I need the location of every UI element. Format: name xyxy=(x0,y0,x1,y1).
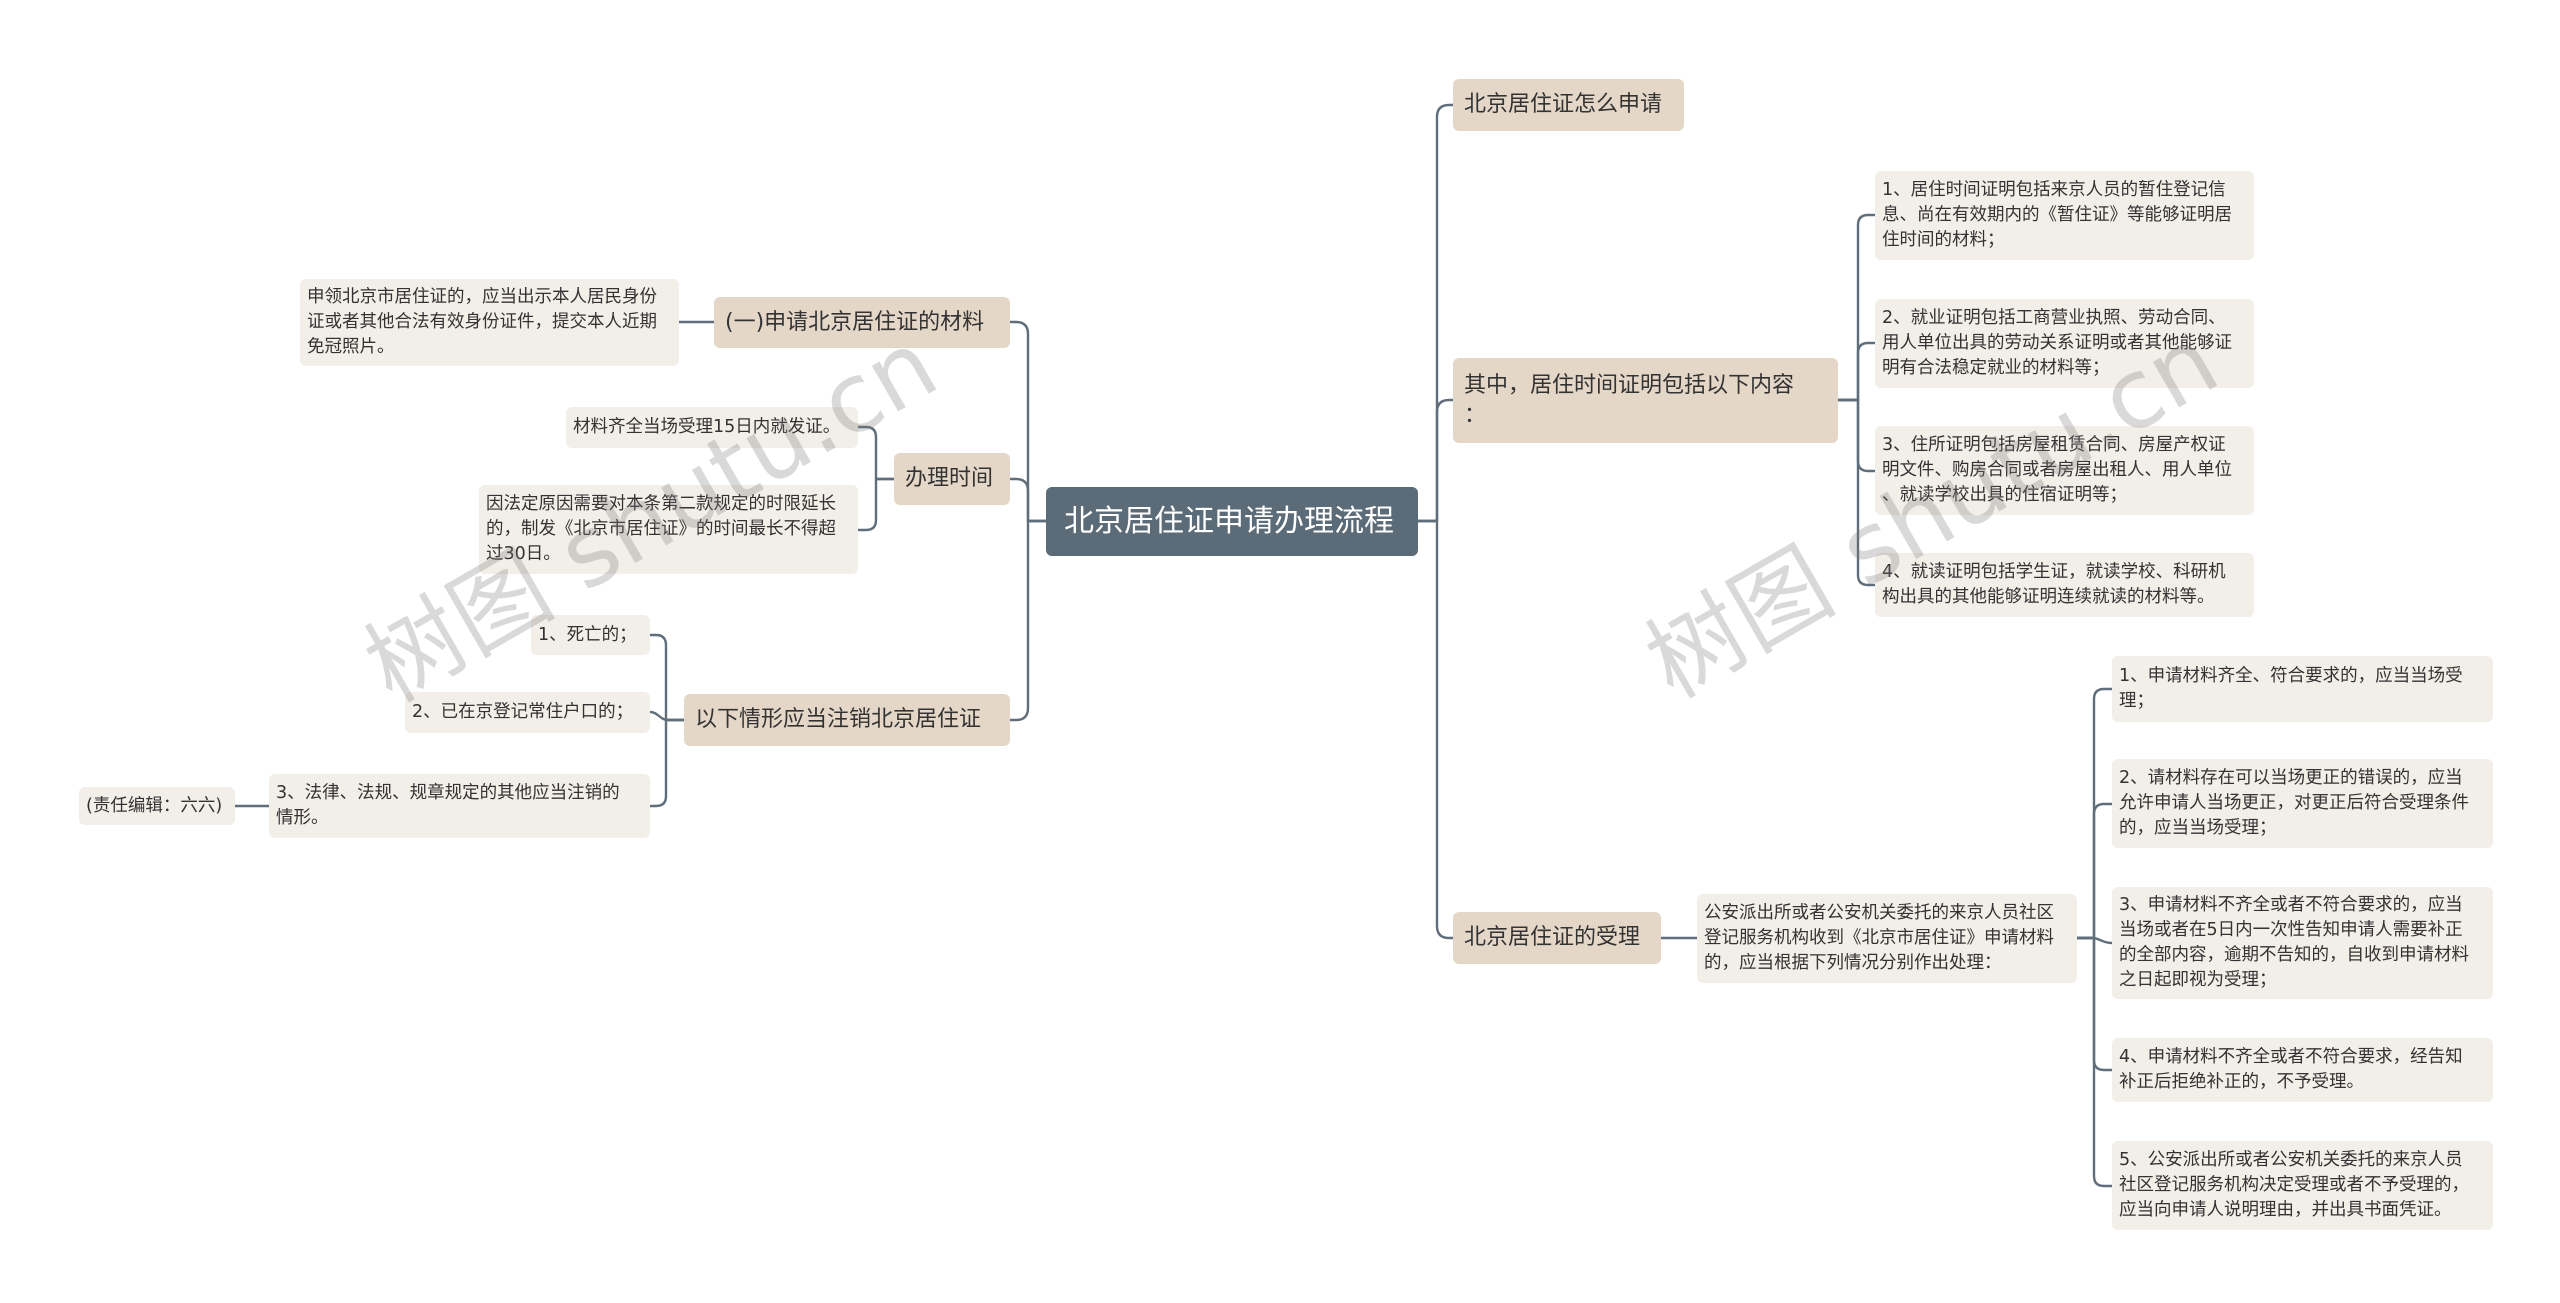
subtopic-text-line: 2、请材料存在可以当场更正的错误的，应当 xyxy=(2119,768,2463,788)
topic-text-line: ： xyxy=(1464,402,1487,428)
subtopic-text-line: 因法定原因需要对本条第二款规定的时限延长 xyxy=(486,494,836,514)
topic-text-line: 其中，居住时间证明包括以下内容 xyxy=(1464,372,1795,398)
subtopic-employment-proof-item[interactable]: 2、就业证明包括工商营业执照、劳动合同、 用人单位出具的劳动关系证明或者其他能够… xyxy=(1875,299,2254,388)
connector-proof-to-item-4 xyxy=(1836,398,1877,587)
subtopic-text-line: 息、尚在有效期内的《暂住证》等能够证明居 xyxy=(1882,205,2232,225)
subtopic-processing-time-extension[interactable]: 因法定原因需要对本条第二款规定的时限延长 的，制发《北京市居住证》的时间最长不得… xyxy=(479,485,858,574)
subtopic-text-line: 允许申请人当场更正，对更正后符合受理条件 xyxy=(2119,793,2469,813)
connector-root-to-residence-time-proof xyxy=(1416,398,1455,523)
subtopic-text-line: 2、就业证明包括工商营业执照、劳动合同、 xyxy=(1882,308,2226,328)
topic-application-materials[interactable]: (一)申请北京居住证的材料 xyxy=(714,297,1010,348)
connector-handling-to-rule-2 xyxy=(2075,802,2114,940)
subtopic-text-line: 免冠照片。 xyxy=(307,337,395,357)
topic-text-line: 北京居住证怎么申请 xyxy=(1464,92,1663,117)
subtopic-text-line: 的，应当当场受理； xyxy=(2119,818,2277,838)
subtopic-text-line: 过30日。 xyxy=(486,544,561,564)
subtopic-cancellation-case-2[interactable]: 2、已在京登记常住户口的； xyxy=(405,692,650,733)
subtopic-text-line: 之日起即视为受理； xyxy=(2119,970,2277,990)
subtopic-text-line: 4、申请材料不齐全或者不符合要求，经告知 xyxy=(2119,1047,2463,1067)
topic-text-line: 以下情形应当注销北京居住证 xyxy=(695,707,982,732)
subtopic-text-line: 补正后拒绝补正的，不予受理。 xyxy=(2119,1072,2364,1092)
subtopic-housing-proof-item[interactable]: 3、住所证明包括房屋租赁合同、房屋产权证 明文件、购房合同或者房屋出租人、用人单… xyxy=(1875,426,2254,515)
subtopic-text-line: (责任编辑：六六) xyxy=(86,795,223,816)
topic-text-line: 办理时间 xyxy=(905,466,994,491)
subtopic-residence-time-proof-item[interactable]: 1、居住时间证明包括来京人员的暂住登记信 息、尚在有效期内的《暂住证》等能够证明… xyxy=(1875,171,2254,260)
subtopic-handling-rule-4[interactable]: 4、申请材料不齐全或者不符合要求，经告知 补正后拒绝补正的，不予受理。 xyxy=(2112,1038,2493,1102)
connector-root-to-processing-time xyxy=(1008,477,1048,523)
subtopic-text-line: 1、死亡的； xyxy=(538,624,637,645)
connector-proof-to-item-2 xyxy=(1836,341,1877,402)
topic-how-to-apply[interactable]: 北京居住证怎么申请 xyxy=(1453,79,1684,131)
subtopic-text-line: 当场或者在5日内一次性告知申请人需要补正 xyxy=(2119,920,2463,940)
subtopic-study-proof-item[interactable]: 4、就读证明包括学生证，就读学校、科研机 构出具的其他能够证明连续就读的材料等。 xyxy=(1875,553,2254,617)
subtopic-text-line: 申领北京市居住证的，应当出示本人居民身份 xyxy=(307,287,657,307)
connector-root-to-permit-acceptance xyxy=(1416,519,1455,940)
topic-text-line: (一)申请北京居住证的材料 xyxy=(725,309,985,335)
topic-processing-time[interactable]: 办理时间 xyxy=(894,453,1010,505)
subtopic-text-line: 社区登记服务机构决定受理或者不予受理的， xyxy=(2119,1175,2469,1195)
connector-root-to-how-to-apply xyxy=(1416,103,1455,523)
topic-permit-acceptance[interactable]: 北京居住证的受理 xyxy=(1453,912,1661,964)
subtopic-cancellation-case-3[interactable]: 3、法律、法规、规章规定的其他应当注销的 情形。 xyxy=(269,774,650,838)
root-topic-text: 北京居住证申请办理流程 xyxy=(1064,503,1394,539)
subtopic-text-line: 住时间的材料； xyxy=(1882,230,2005,250)
subtopic-text-line: 5、公安派出所或者公安机关委托的来京人员 xyxy=(2119,1150,2463,1170)
subtopic-handling-rule-5[interactable]: 5、公安派出所或者公安机关委托的来京人员 社区登记服务机构决定受理或者不予受理的… xyxy=(2112,1141,2493,1230)
subtopic-text-line: 的全部内容，逾期不告知的，自收到申请材料 xyxy=(2119,945,2469,965)
subtopic-text-line: 的，应当根据下列情况分别作出处理： xyxy=(1704,953,2002,973)
subtopic-text-line: 2、已在京登记常住户口的； xyxy=(412,702,634,722)
connector-root-to-permit-cancellation xyxy=(1008,519,1048,722)
connector-handling-to-rule-5 xyxy=(2075,936,2114,1188)
topic-text-line: 北京居住证的受理 xyxy=(1464,925,1641,950)
subtopic-text-line: 的，制发《北京市居住证》的时间最长不得超 xyxy=(486,519,836,539)
subtopic-editor-note[interactable]: (责任编辑：六六) xyxy=(79,787,235,825)
connector-proof-to-item-3 xyxy=(1836,398,1877,473)
subtopic-text-line: 登记服务机构收到《北京市居住证》申请材料 xyxy=(1704,928,2054,948)
subtopic-text-line: 构出具的其他能够证明连续就读的材料等。 xyxy=(1882,587,2215,607)
subtopic-text-line: 应当向申请人说明理由，并出具书面凭证。 xyxy=(2119,1200,2452,1220)
connector-cancellation-to-case-1 xyxy=(648,633,686,722)
connector-time-to-extension xyxy=(856,477,896,532)
connector-root-to-application-materials xyxy=(1008,320,1048,523)
topic-residence-time-proof[interactable]: 其中，居住时间证明包括以下内容 ： xyxy=(1453,358,1838,443)
topic-permit-cancellation[interactable]: 以下情形应当注销北京居住证 xyxy=(684,694,1010,746)
subtopic-text-line: 3、住所证明包括房屋租赁合同、房屋产权证 xyxy=(1882,435,2226,455)
connector-cancellation-to-case-3 xyxy=(648,718,686,808)
subtopic-text-line: 理； xyxy=(2119,691,2154,711)
subtopic-acceptance-handling[interactable]: 公安派出所或者公安机关委托的来京人员社区 登记服务机构收到《北京市居住证》申请材… xyxy=(1697,894,2077,983)
subtopic-text-line: 3、申请材料不齐全或者不符合要求的，应当 xyxy=(2119,895,2463,915)
subtopic-text-line: 4、就读证明包括学生证，就读学校、科研机 xyxy=(1882,562,2226,582)
subtopic-handling-rule-1[interactable]: 1、申请材料齐全、符合要求的，应当当场受 理； xyxy=(2112,656,2493,722)
subtopic-text-line: 明文件、购房合同或者房屋出租人、用人单位 xyxy=(1882,460,2232,480)
subtopic-text-line: 公安派出所或者公安机关委托的来京人员社区 xyxy=(1704,903,2054,923)
subtopic-text-line: 、就读学校出具的住宿证明等； xyxy=(1882,485,2127,505)
subtopic-text-line: 材料齐全当场受理15日内就发证。 xyxy=(573,417,841,437)
subtopic-text-line: 情形。 xyxy=(276,808,329,828)
root-topic[interactable]: 北京居住证申请办理流程 xyxy=(1046,487,1418,556)
subtopic-handling-rule-3[interactable]: 3、申请材料不齐全或者不符合要求的，应当 当场或者在5日内一次性告知申请人需要补… xyxy=(2112,887,2493,999)
subtopic-text-line: 证或者其他合法有效身份证件，提交本人近期 xyxy=(307,312,657,332)
subtopic-text-line: 1、居住时间证明包括来京人员的暂住登记信 xyxy=(1882,180,2226,200)
connector-time-to-standard xyxy=(856,425,896,481)
subtopic-processing-time-standard[interactable]: 材料齐全当场受理15日内就发证。 xyxy=(566,407,858,448)
subtopic-materials-detail[interactable]: 申领北京市居住证的，应当出示本人居民身份 证或者其他合法有效身份证件，提交本人近… xyxy=(300,279,679,366)
subtopic-text-line: 明有合法稳定就业的材料等； xyxy=(1882,358,2110,378)
subtopic-text-line: 用人单位出具的劳动关系证明或者其他能够证 xyxy=(1882,333,2232,353)
connector-handling-to-rule-1 xyxy=(2075,687,2114,940)
connector-proof-to-item-1 xyxy=(1836,213,1877,402)
subtopic-cancellation-case-1[interactable]: 1、死亡的； xyxy=(531,615,650,655)
subtopic-text-line: 3、法律、法规、规章规定的其他应当注销的 xyxy=(276,783,620,803)
subtopic-handling-rule-2[interactable]: 2、请材料存在可以当场更正的错误的，应当 允许申请人当场更正，对更正后符合受理条… xyxy=(2112,759,2493,848)
subtopic-text-line: 1、申请材料齐全、符合要求的，应当当场受 xyxy=(2119,666,2463,686)
